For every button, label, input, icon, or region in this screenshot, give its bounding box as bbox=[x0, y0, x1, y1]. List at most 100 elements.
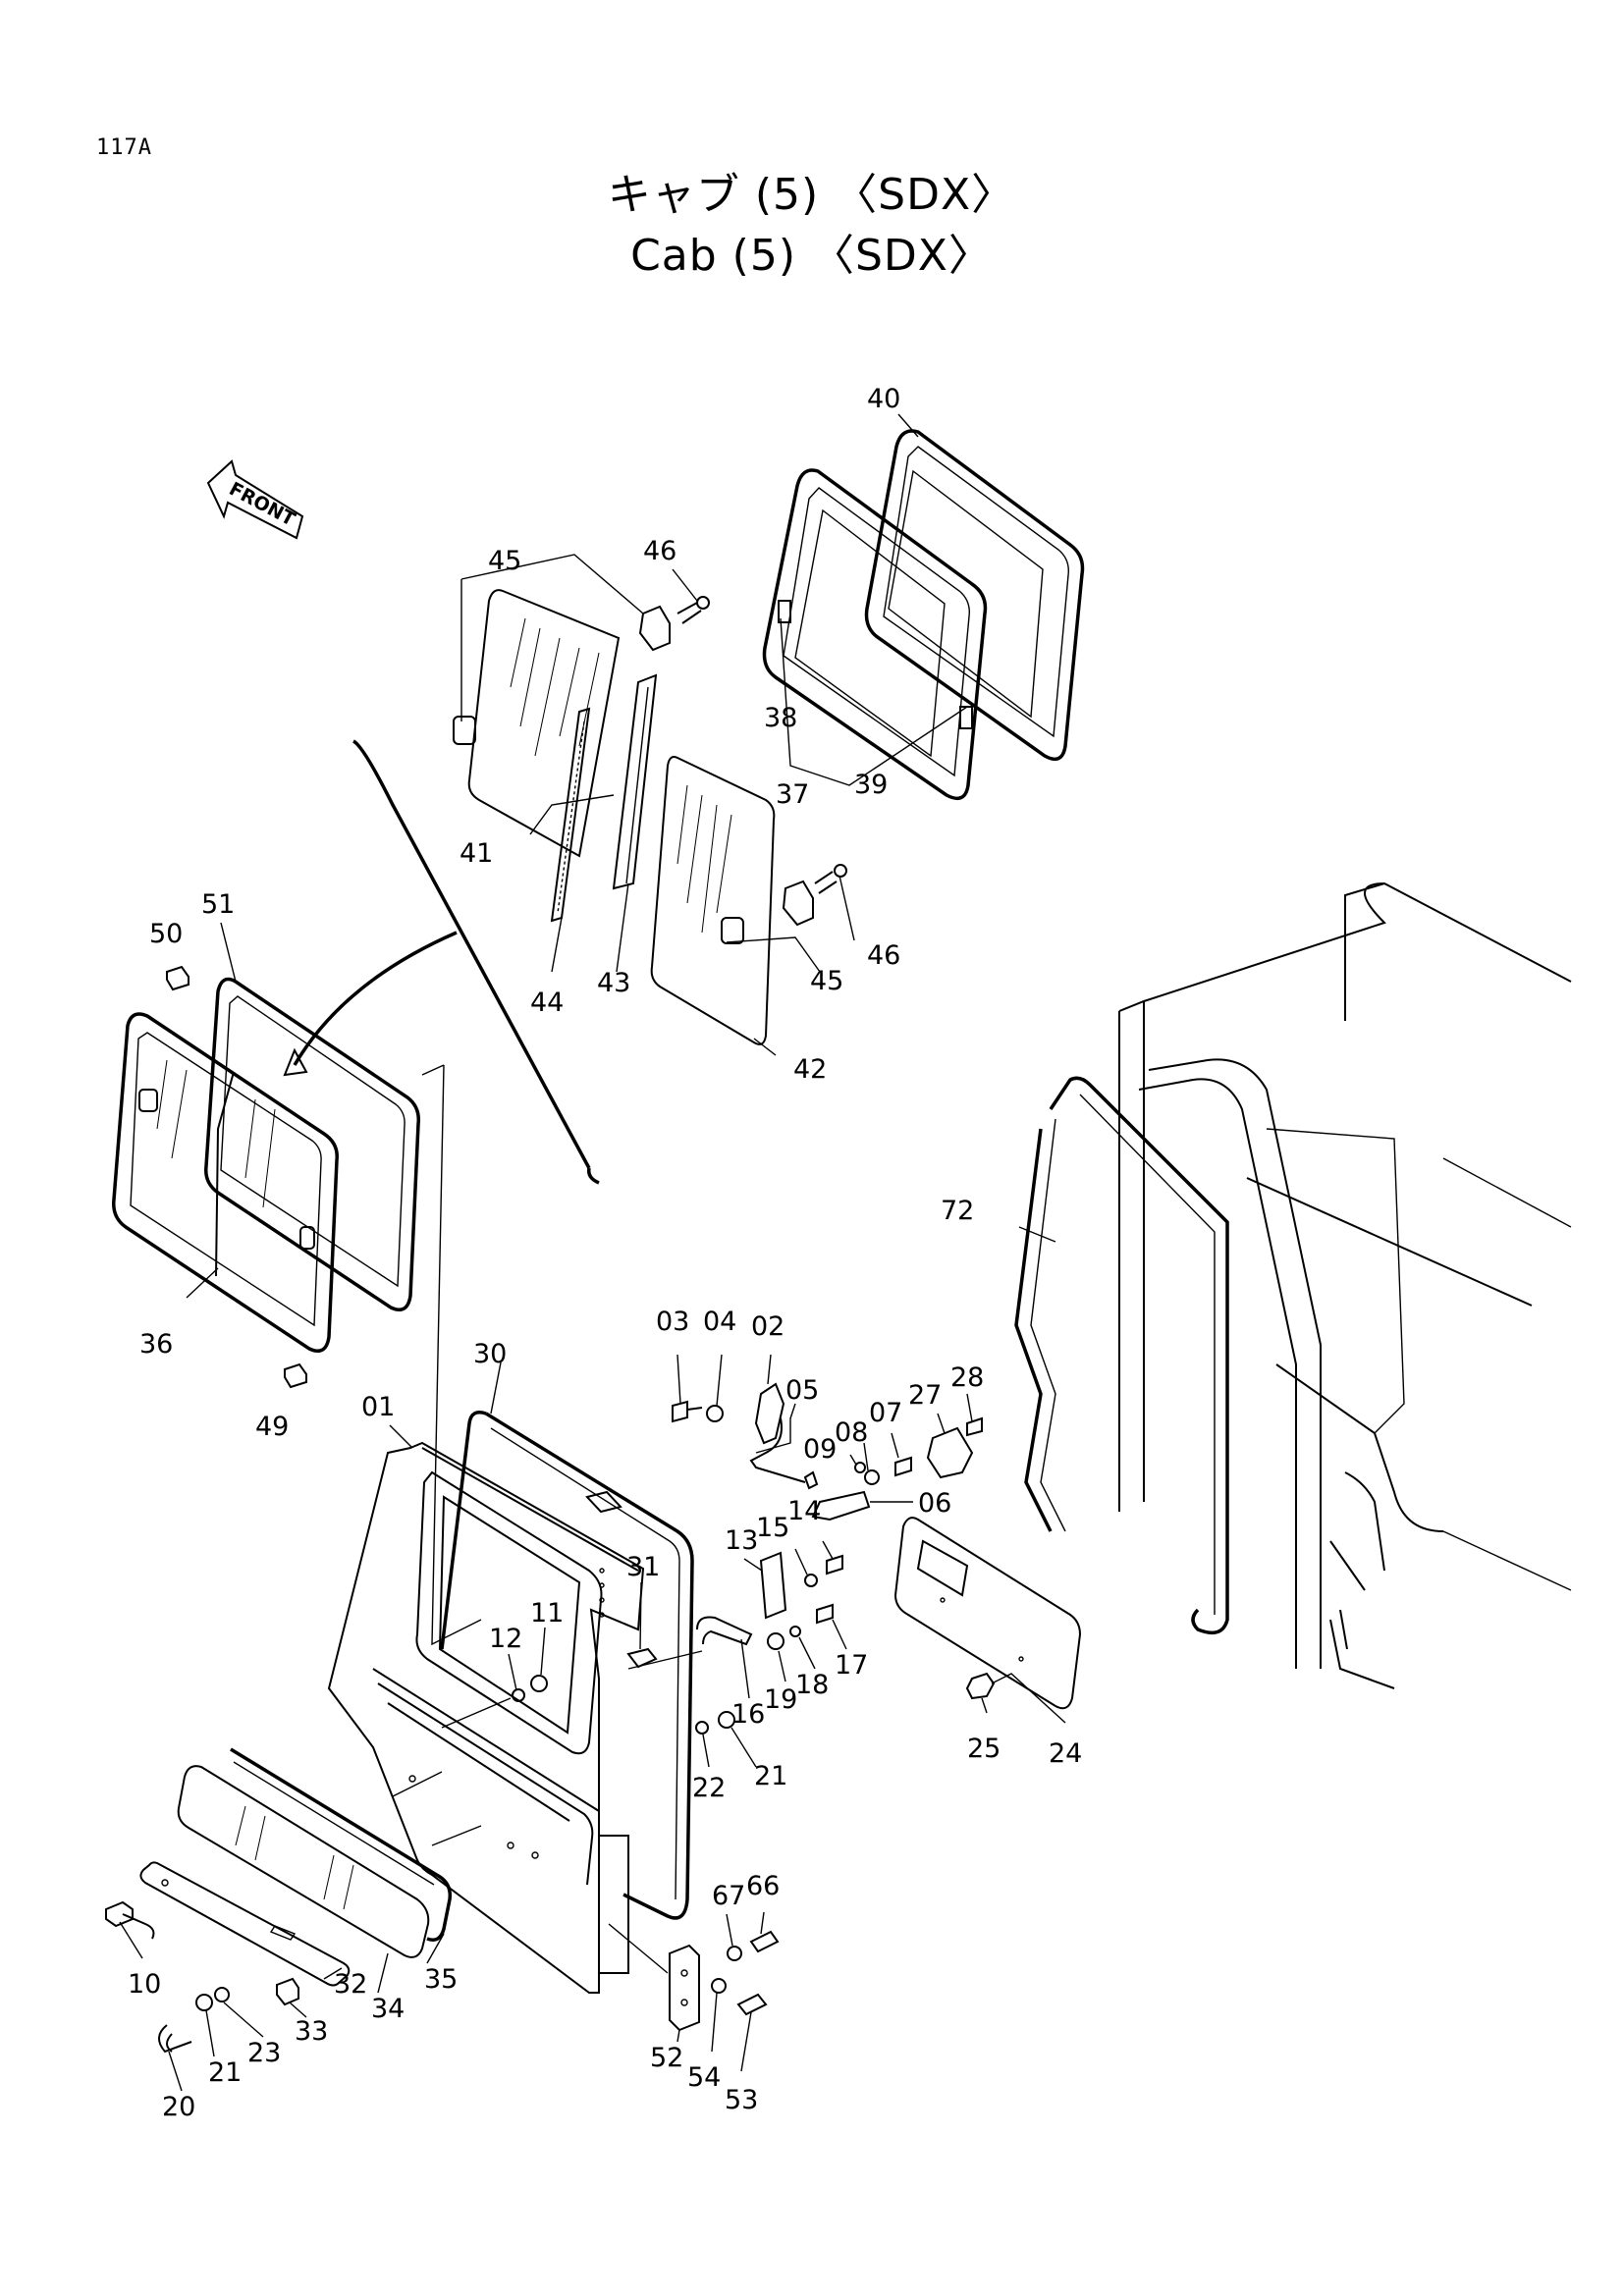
callout-21-lower: 21 bbox=[208, 2057, 242, 2088]
callout-24: 24 bbox=[1049, 1738, 1082, 1769]
part-27-latch bbox=[926, 1426, 974, 1479]
part-12-washer bbox=[512, 1688, 525, 1702]
callout-52: 52 bbox=[650, 2043, 683, 2073]
part-42-glass bbox=[650, 756, 776, 1045]
part-20-handle bbox=[158, 2024, 192, 2054]
part-06-bracket bbox=[811, 1490, 871, 1522]
callout-09: 09 bbox=[803, 1434, 837, 1465]
part-21-washer-lower bbox=[195, 1994, 213, 2011]
part-28-screw bbox=[966, 1416, 983, 1437]
part-35-panel-seal bbox=[230, 1747, 453, 1942]
part-19-washer bbox=[767, 1632, 784, 1650]
callout-06: 06 bbox=[918, 1488, 951, 1519]
callout-67: 67 bbox=[712, 1881, 745, 1911]
callout-54: 54 bbox=[687, 2062, 721, 2093]
part-14-screw bbox=[826, 1554, 843, 1575]
part-11-nut bbox=[530, 1675, 548, 1692]
callout-45-upper: 45 bbox=[488, 546, 521, 576]
part-09-washer bbox=[854, 1462, 866, 1473]
part-72-weatherstrip bbox=[1014, 1076, 1229, 1635]
part-15-washer bbox=[804, 1574, 818, 1587]
part-21-nut-upper bbox=[718, 1711, 735, 1729]
callout-18: 18 bbox=[795, 1670, 829, 1700]
part-32-plate bbox=[139, 1861, 351, 1987]
part-49-block bbox=[284, 1362, 307, 1389]
title-japanese: キャブ (5) 〈SDX〉 bbox=[607, 170, 1016, 220]
callout-11: 11 bbox=[530, 1598, 564, 1629]
callout-19: 19 bbox=[764, 1684, 797, 1715]
callout-20: 20 bbox=[162, 2092, 195, 2122]
callout-30: 30 bbox=[473, 1339, 507, 1369]
callout-31: 31 bbox=[626, 1552, 660, 1582]
part-41-glass bbox=[453, 589, 621, 858]
callout-27: 27 bbox=[908, 1380, 942, 1411]
callout-39: 39 bbox=[854, 770, 888, 800]
part-40-frame bbox=[864, 429, 1085, 762]
callout-10: 10 bbox=[128, 1969, 161, 2000]
leader-lines bbox=[119, 413, 1066, 2092]
part-01-door bbox=[327, 1441, 645, 1994]
callout-46-upper: 46 bbox=[643, 536, 676, 566]
callout-15: 15 bbox=[756, 1513, 789, 1543]
callout-22: 22 bbox=[692, 1773, 726, 1803]
callout-46-lower: 46 bbox=[867, 940, 900, 971]
callout-12: 12 bbox=[489, 1624, 522, 1654]
callout-38: 38 bbox=[764, 703, 797, 733]
callout-51: 51 bbox=[201, 889, 235, 920]
callout-44: 44 bbox=[530, 988, 564, 1018]
part-36-window bbox=[112, 1012, 339, 1353]
callout-25: 25 bbox=[967, 1734, 1001, 1764]
callout-43: 43 bbox=[597, 968, 630, 998]
callout-21-upper: 21 bbox=[754, 1761, 787, 1791]
page-code: 117A bbox=[96, 135, 152, 160]
part-05-rod bbox=[749, 1417, 819, 1490]
part-18-washer bbox=[789, 1626, 801, 1637]
part-22-washer bbox=[695, 1721, 709, 1735]
cab-body bbox=[1118, 881, 1572, 1689]
curved-transfer-arrow bbox=[283, 739, 600, 1185]
callout-53: 53 bbox=[725, 2085, 758, 2115]
callout-23: 23 bbox=[247, 2038, 281, 2068]
part-67-washer bbox=[727, 1946, 742, 1961]
part-23-washer bbox=[214, 1987, 230, 2002]
part-13-plate bbox=[759, 1551, 787, 1620]
callout-33: 33 bbox=[295, 2016, 328, 2047]
part-07-screw bbox=[894, 1456, 912, 1477]
callout-35: 35 bbox=[424, 1964, 458, 1995]
callout-03: 03 bbox=[656, 1307, 689, 1337]
callout-14: 14 bbox=[787, 1496, 821, 1526]
part-45-hinge-upper bbox=[638, 596, 710, 652]
part-50-block bbox=[166, 965, 189, 991]
part-53-bolt bbox=[736, 1993, 768, 2016]
part-08-washer bbox=[864, 1469, 880, 1485]
part-37-frame bbox=[762, 468, 988, 801]
callout-34: 34 bbox=[371, 1994, 405, 2024]
callout-02: 02 bbox=[751, 1311, 784, 1342]
front-label: FRONT bbox=[226, 478, 298, 531]
callout-45-lower: 45 bbox=[810, 966, 843, 996]
part-34-panel bbox=[177, 1765, 430, 1958]
callout-01: 01 bbox=[361, 1392, 395, 1422]
part-24-panel bbox=[893, 1517, 1082, 1710]
part-44-strip bbox=[550, 707, 591, 923]
callout-37: 37 bbox=[776, 779, 809, 810]
callout-16: 16 bbox=[731, 1699, 765, 1730]
part-10-handle bbox=[105, 1900, 155, 1940]
callout-32: 32 bbox=[334, 1969, 367, 2000]
callout-66: 66 bbox=[746, 1871, 780, 1901]
part-03-screw bbox=[672, 1400, 703, 1423]
callout-17: 17 bbox=[835, 1650, 868, 1681]
callout-28: 28 bbox=[950, 1362, 984, 1393]
callout-40: 40 bbox=[867, 384, 900, 414]
callout-50: 50 bbox=[149, 919, 183, 949]
part-52-hinge bbox=[669, 1944, 700, 2032]
title-block: キャブ (5) 〈SDX〉 Cab (5) 〈SDX〉 bbox=[0, 165, 1623, 287]
callout-41: 41 bbox=[460, 838, 493, 869]
callout-07: 07 bbox=[869, 1398, 902, 1428]
callout-49: 49 bbox=[255, 1412, 289, 1442]
title-english: Cab (5) 〈SDX〉 bbox=[630, 231, 993, 281]
part-45-hinge-lower bbox=[782, 864, 847, 927]
part-02-handle bbox=[754, 1382, 785, 1445]
part-54-washer bbox=[711, 1978, 727, 1994]
